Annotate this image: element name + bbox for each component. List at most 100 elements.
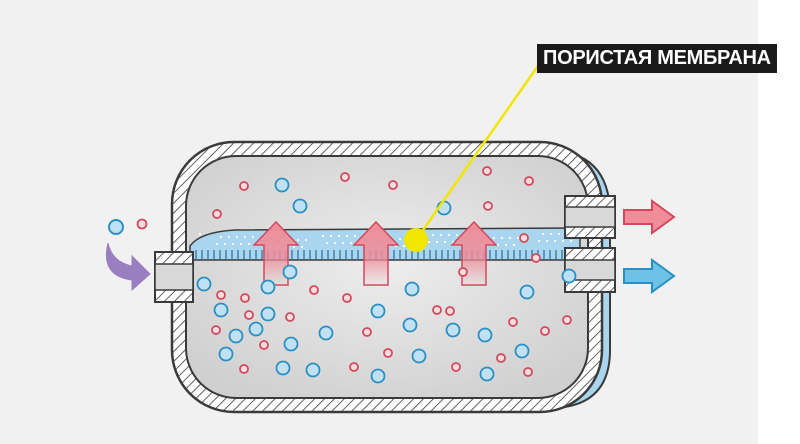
- particle-blue: [260, 306, 276, 322]
- outlet-pipe-top: [564, 195, 616, 239]
- membrane-pore: [321, 234, 325, 238]
- particle-red: [362, 327, 372, 337]
- particle-red: [531, 253, 541, 263]
- particle-blue: [228, 328, 244, 344]
- particle-red: [451, 362, 461, 372]
- particle-blue: [411, 348, 427, 364]
- membrane-pore: [231, 242, 235, 246]
- particle-red: [432, 305, 442, 315]
- membrane-pore: [349, 241, 353, 245]
- membrane-pore: [337, 234, 341, 238]
- membrane-pore: [300, 245, 304, 249]
- particle-blue: [248, 321, 264, 337]
- particle-red: [445, 306, 455, 316]
- membrane-pore: [333, 241, 337, 245]
- membrane-pore: [227, 235, 231, 239]
- callout-marker: [404, 228, 428, 252]
- particle-blue: [477, 327, 493, 343]
- particle-blue: [445, 322, 461, 338]
- membrane-pore: [398, 237, 402, 241]
- membrane-pore: [239, 242, 243, 246]
- membrane-pore: [325, 241, 329, 245]
- particle-blue: [274, 177, 290, 193]
- particle-blue: [370, 303, 386, 319]
- particle-blue: [282, 264, 298, 280]
- particle-blue: [370, 368, 386, 384]
- membrane-pore: [431, 233, 435, 237]
- particle-red: [211, 325, 221, 335]
- membrane-pore: [508, 236, 512, 240]
- particle-blue: [318, 325, 334, 341]
- particle-blue: [305, 362, 321, 378]
- membrane-pore: [353, 234, 357, 238]
- membrane-pore: [247, 242, 251, 246]
- membrane-pore: [541, 232, 545, 236]
- membrane-pore: [561, 239, 565, 243]
- particle-red: [342, 293, 352, 303]
- particle-red: [383, 348, 393, 358]
- particle-blue: [292, 198, 308, 214]
- membrane-pore: [537, 239, 541, 243]
- membrane-pore: [296, 238, 300, 242]
- particle-blue: [561, 268, 577, 284]
- particle-red: [483, 201, 493, 211]
- particle-blue: [218, 346, 234, 362]
- particle-red: [340, 172, 350, 182]
- membrane-pore: [243, 235, 247, 239]
- particle-blue: [514, 343, 530, 359]
- membrane-pore: [557, 232, 561, 236]
- arrow-right-icon: [623, 258, 676, 294]
- particle-red: [388, 180, 398, 190]
- membrane-pore: [402, 244, 406, 248]
- particle-blue: [479, 366, 495, 382]
- particle-red: [540, 326, 550, 336]
- inlet-pipe: [154, 251, 194, 303]
- membrane-pore: [492, 236, 496, 240]
- particle-red: [349, 362, 359, 372]
- membrane-pore: [500, 236, 504, 240]
- particle-blue: [213, 302, 229, 318]
- arrow-right-icon: [623, 199, 676, 235]
- particle-red: [519, 233, 529, 243]
- particle-blue: [108, 219, 124, 235]
- outlet-pipe-bottom: [564, 247, 616, 293]
- membrane-pore: [292, 245, 296, 249]
- particle-red: [244, 310, 254, 320]
- membrane-pore: [341, 241, 345, 245]
- membrane-pore: [545, 239, 549, 243]
- particle-blue: [283, 336, 299, 352]
- particle-red: [216, 290, 226, 300]
- arrow-up-icon: [352, 220, 400, 286]
- callout-leader: [414, 62, 542, 241]
- particle-blue: [196, 276, 212, 292]
- particle-blue: [260, 279, 276, 295]
- particle-red: [259, 340, 269, 350]
- membrane-pore: [345, 234, 349, 238]
- particle-red: [309, 285, 319, 295]
- membrane-pore: [512, 243, 516, 247]
- particle-red: [212, 209, 222, 219]
- membrane-pore: [553, 239, 557, 243]
- membrane-pore: [439, 233, 443, 237]
- background-panel: [758, 0, 800, 444]
- membrane-pore: [447, 233, 451, 237]
- particle-blue: [275, 360, 291, 376]
- membrane-pore: [496, 243, 500, 247]
- membrane-pore: [198, 232, 202, 236]
- particle-blue: [519, 284, 535, 300]
- particle-red: [136, 218, 148, 230]
- membrane-pore: [215, 242, 219, 246]
- membrane-pore: [504, 243, 508, 247]
- membrane-pore: [329, 234, 333, 238]
- particle-red: [482, 166, 492, 176]
- membrane-pore: [455, 233, 459, 237]
- particle-red: [458, 267, 468, 277]
- membrane-pore: [219, 235, 223, 239]
- membrane-pore: [443, 240, 447, 244]
- membrane-pore: [435, 240, 439, 244]
- callout-label: ПОРИСТАЯ МЕМБРАНА: [537, 44, 777, 73]
- particle-red: [496, 353, 506, 363]
- membrane-pore: [223, 242, 227, 246]
- particle-red: [239, 364, 249, 374]
